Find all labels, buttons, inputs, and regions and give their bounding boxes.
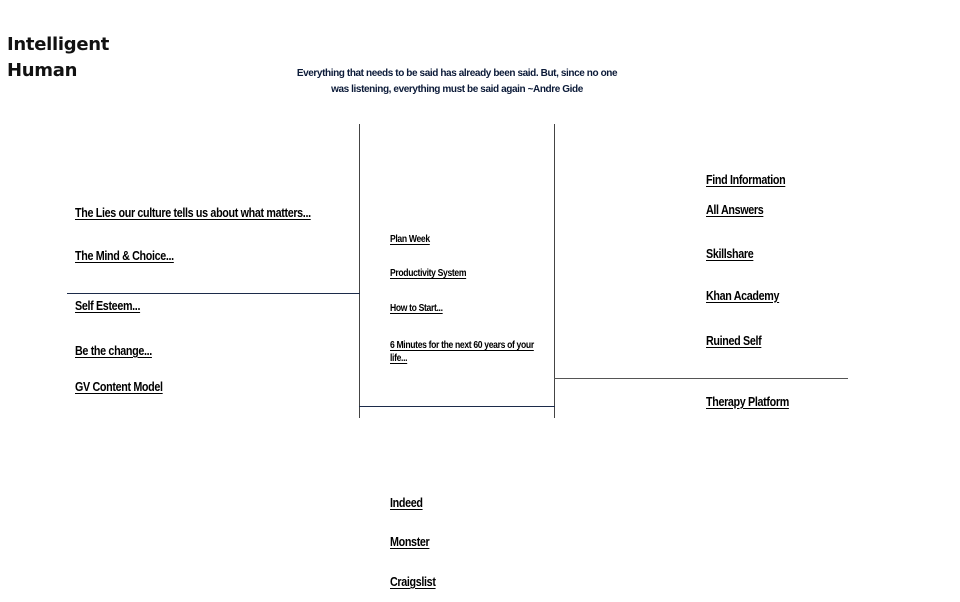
link-mind-choice[interactable]: The Mind & Choice...	[75, 249, 174, 263]
divider-vertical-left	[359, 124, 360, 418]
link-find-information[interactable]: Find Information	[706, 173, 786, 187]
link-6-minutes[interactable]: 6 Minutes for the next 60 years of your …	[390, 340, 534, 364]
site-title-line-2: Human	[7, 60, 78, 81]
divider-horizontal-left	[67, 293, 360, 294]
link-all-answers[interactable]: All Answers	[706, 203, 764, 217]
link-gv-content-model[interactable]: GV Content Model	[75, 380, 163, 394]
quote-line-1: Everything that needs to be said has alr…	[296, 68, 618, 79]
quote-line-2: was listening, everything must be said a…	[331, 84, 583, 95]
divider-vertical-right	[554, 124, 555, 418]
link-how-to-start[interactable]: How to Start...	[390, 303, 443, 314]
link-khan-academy[interactable]: Khan Academy	[706, 289, 780, 303]
divider-horizontal-right	[554, 378, 848, 379]
site-title-line-1: Intelligent	[7, 34, 110, 55]
link-skillshare[interactable]: Skillshare	[706, 247, 754, 261]
divider-horizontal-center	[359, 406, 555, 407]
site-title: Intelligent Human	[7, 32, 109, 84]
link-indeed[interactable]: Indeed	[390, 496, 423, 510]
link-monster[interactable]: Monster	[390, 535, 430, 549]
link-productivity-system[interactable]: Productivity System	[390, 268, 467, 279]
link-craigslist[interactable]: Craigslist	[390, 575, 436, 589]
link-be-the-change[interactable]: Be the change...	[75, 344, 152, 358]
link-therapy-platform[interactable]: Therapy Platform	[706, 395, 789, 409]
link-self-esteem[interactable]: Self Esteem...	[75, 299, 141, 313]
link-ruined-self[interactable]: Ruined Self	[706, 334, 762, 348]
header-quote: Everything that needs to be said has alr…	[296, 66, 618, 98]
link-lies-culture[interactable]: The Lies our culture tells us about what…	[75, 206, 311, 220]
link-plan-week[interactable]: Plan Week	[390, 234, 430, 245]
